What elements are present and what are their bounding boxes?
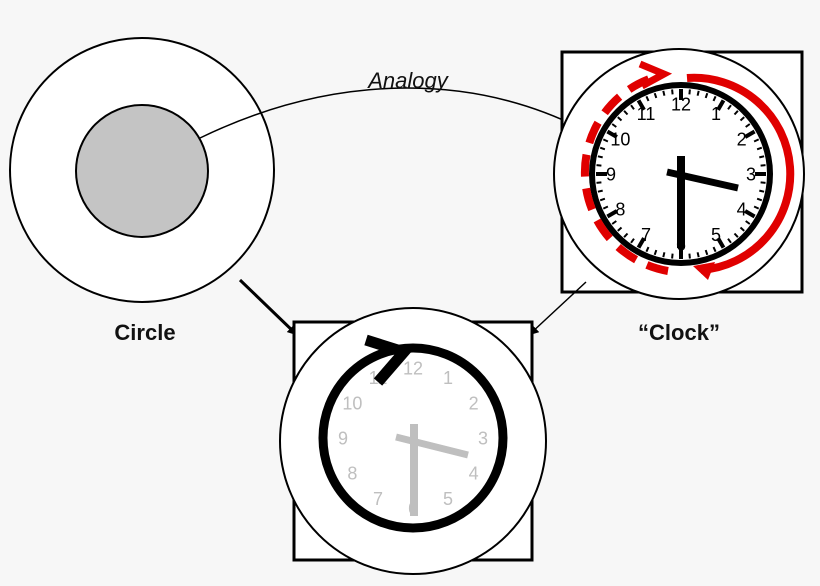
- clock-tick: [753, 138, 760, 143]
- clock-concept: 121234567891011 “Clock”: [553, 48, 805, 345]
- clock-numeral-3: 3: [746, 165, 756, 185]
- arrow-clock-to-blend: [528, 281, 587, 336]
- circle-concept: Circle: [9, 37, 275, 345]
- blend-numeral-7: 7: [373, 489, 383, 509]
- blend-numeral-5: 5: [443, 489, 453, 509]
- clock-numeral-1: 1: [711, 104, 721, 124]
- clock-tick: [716, 99, 726, 111]
- clock-tick: [727, 104, 732, 110]
- clock-tick: [739, 226, 745, 232]
- clock-tick: [733, 232, 739, 238]
- clock-tick: [759, 189, 765, 193]
- blend-numeral-8: 8: [347, 464, 357, 484]
- clock-tick: [599, 197, 606, 202]
- clock-tick: [696, 90, 700, 96]
- clock-tick: [611, 220, 617, 225]
- analogy-label: Analogy: [366, 68, 450, 93]
- clock-tick: [596, 181, 602, 184]
- blend-numeral-9: 9: [338, 429, 348, 449]
- clock-tick: [653, 249, 658, 256]
- clock-tick: [630, 104, 635, 110]
- blend-cycle-ring: [318, 343, 508, 533]
- analogy-curve: [199, 87, 589, 139]
- blend-numeral-4: 4: [469, 464, 479, 484]
- clock-tick: [599, 146, 606, 151]
- clock-tick: [671, 253, 674, 259]
- clock-tick: [727, 238, 732, 244]
- clock-label: “Clock”: [638, 320, 720, 345]
- red-solid-arrowhead: [693, 262, 715, 280]
- blend-numeral-2: 2: [469, 394, 479, 414]
- clock-tick: [712, 246, 717, 253]
- clock-tick: [756, 197, 763, 202]
- clock-tick: [745, 220, 751, 225]
- clock-tick: [636, 237, 646, 249]
- clock-tick: [696, 252, 700, 258]
- clock-tick: [745, 123, 751, 128]
- blend-numeral-3: 3: [478, 429, 488, 449]
- clock-numeral-9: 9: [606, 165, 616, 185]
- clock-tick: [617, 116, 623, 122]
- blend-numeral-12: 12: [403, 359, 423, 379]
- clock-tick: [760, 164, 766, 167]
- clock-tick: [602, 138, 609, 143]
- clock-tick: [597, 189, 603, 193]
- clock-tick: [704, 249, 709, 256]
- clock-tick: [653, 92, 658, 99]
- clock-tick: [623, 110, 629, 116]
- clock-tick: [671, 89, 674, 95]
- clock-numeral-11: 11: [637, 104, 656, 124]
- clock-ticks: [596, 89, 766, 259]
- clock-tick: [662, 252, 666, 258]
- blend-numeral-10: 10: [342, 394, 362, 414]
- analogy-connector: Analogy: [199, 68, 589, 139]
- clock-tick: [704, 92, 709, 99]
- clock-tick: [756, 146, 763, 151]
- blend-concept: 121234567891011: [279, 307, 547, 575]
- clock-tick: [623, 232, 629, 238]
- clock-tick: [760, 181, 766, 184]
- blend-numeral-1: 1: [443, 368, 453, 388]
- clock-tick: [753, 205, 760, 210]
- clock-tick: [733, 110, 739, 116]
- clock-tick: [597, 155, 603, 159]
- clock-tick: [596, 164, 602, 167]
- clock-tick: [630, 238, 635, 244]
- red-dashed-arrowhead: [638, 60, 673, 90]
- clock-tick: [606, 129, 618, 139]
- clock-tick: [606, 209, 618, 219]
- clock-tick: [744, 209, 756, 219]
- clock-numeral-7: 7: [641, 225, 651, 245]
- clock-tick: [645, 95, 650, 102]
- clock-tick: [744, 129, 756, 139]
- clock-tick: [739, 116, 745, 122]
- clock-tick: [712, 95, 717, 102]
- clock-numeral-5: 5: [711, 225, 721, 245]
- clock-tick: [611, 123, 617, 128]
- clock-numeral-8: 8: [615, 200, 625, 220]
- clock-tick: [716, 237, 726, 249]
- blend-hour-hand: [395, 433, 469, 459]
- clock-tick: [602, 205, 609, 210]
- clock-tick: [759, 155, 765, 159]
- clock-tick: [688, 253, 691, 259]
- clock-numeral-10: 10: [610, 130, 630, 150]
- clock-tick: [662, 90, 666, 96]
- clock-numeral-4: 4: [737, 200, 747, 220]
- blend-cycle-arrowhead: [364, 334, 414, 386]
- arrow-circle-to-blend: [238, 278, 298, 336]
- clock-tick: [688, 89, 691, 95]
- clock-tick: [617, 226, 623, 232]
- circle-inner-disc: [75, 104, 209, 238]
- clock-numeral-2: 2: [737, 130, 747, 150]
- clock-tick: [645, 246, 650, 253]
- circle-label: Circle: [114, 320, 175, 345]
- red-dashed-arc: [580, 74, 669, 275]
- clock-tick: [636, 99, 646, 111]
- red-solid-arc: [686, 73, 795, 274]
- clock-numeral-12: 12: [671, 95, 691, 115]
